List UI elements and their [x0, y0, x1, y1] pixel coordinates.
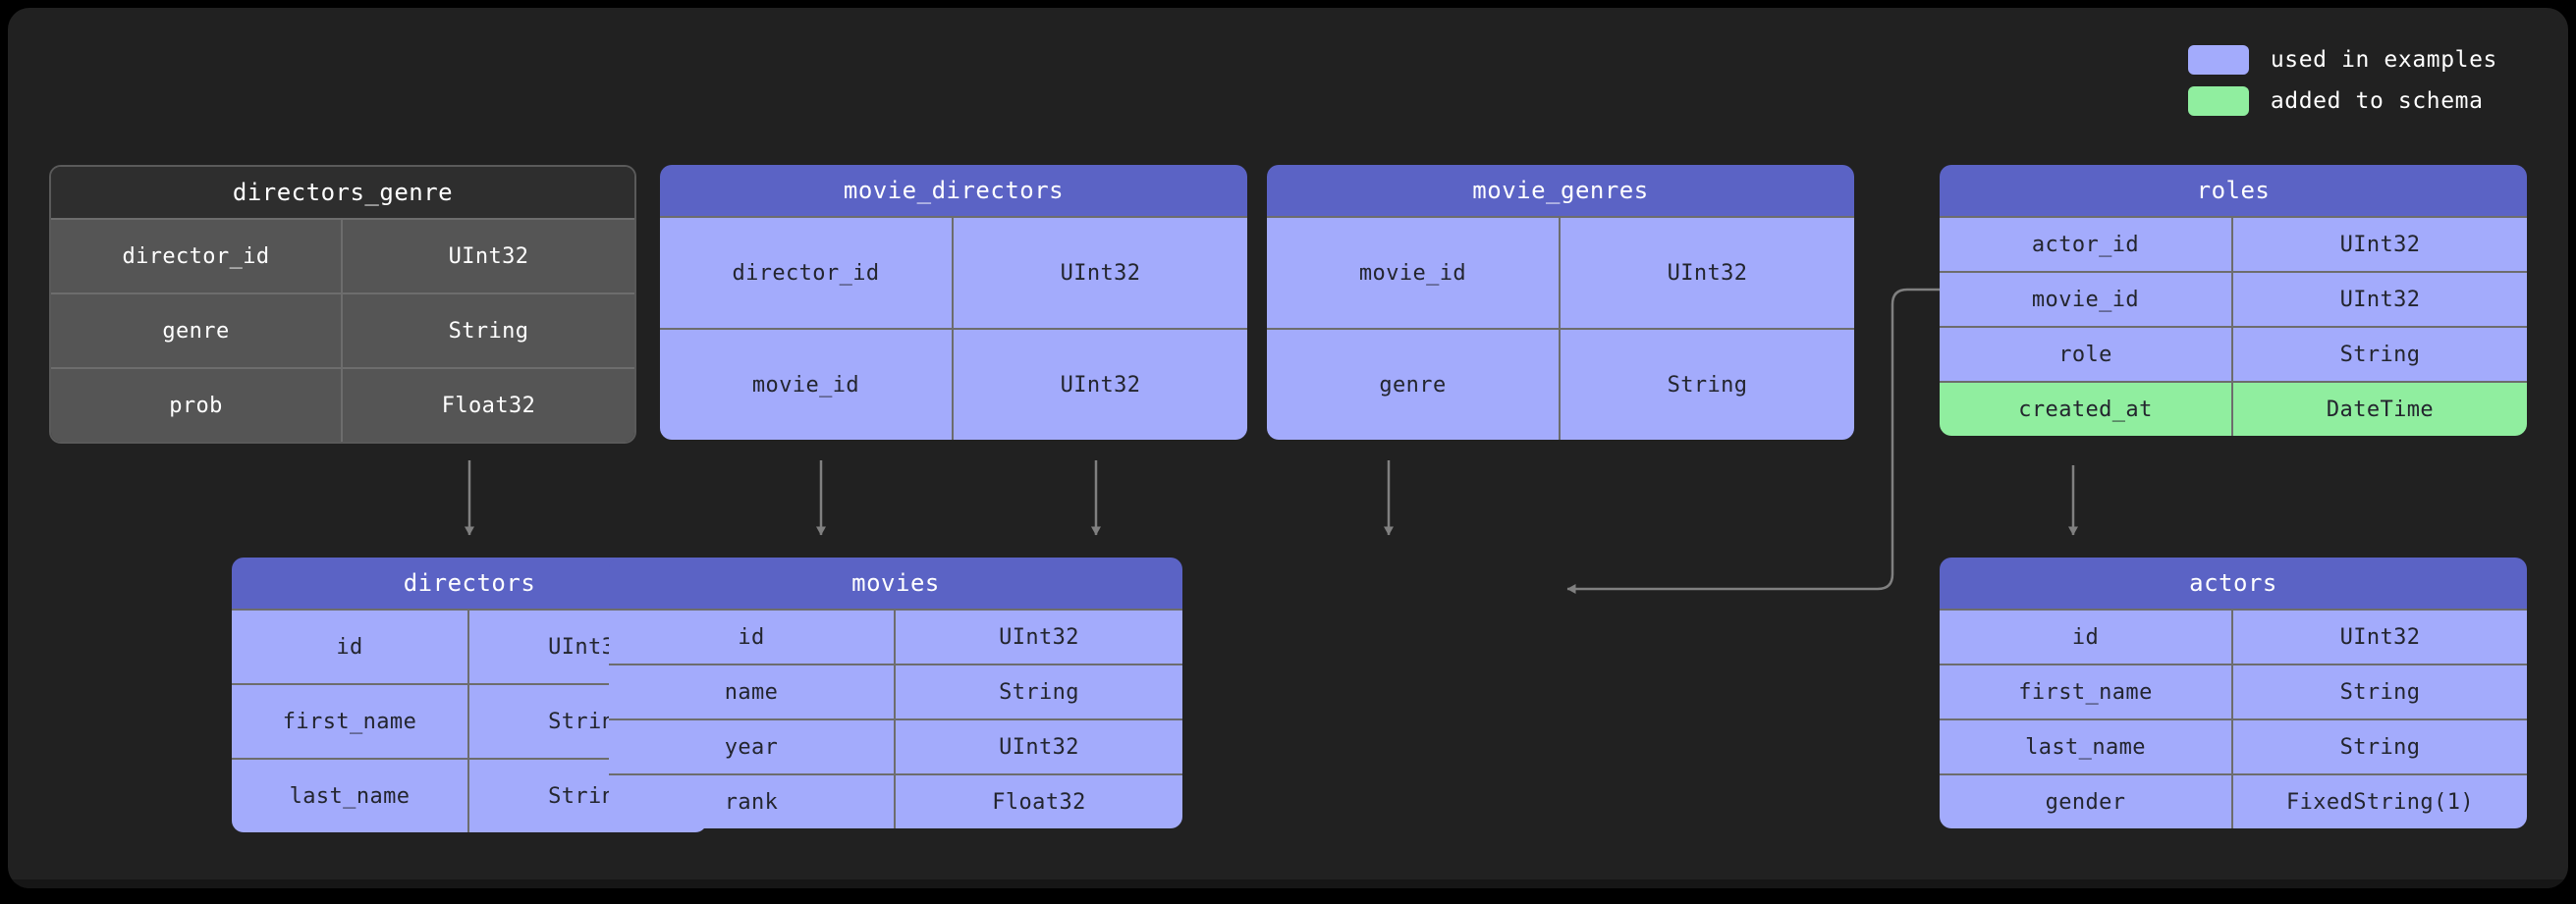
table-directors-genre[interactable]: directors_genre director_id UInt32 genre… [49, 165, 636, 444]
bottom-cutoff-text: ▂▁▄▂▁▃ ▁▄▂▁▃▂ ▄▁▂▃▁ ▂▄▁▃▂▁▄ ▁▃▂▄▁ ▂▁▄▃▂ … [234, 881, 1826, 888]
table-row-added[interactable]: created_at DateTime [1940, 381, 2527, 436]
column-type: UInt32 [2339, 287, 2421, 312]
table-title-directors-genre: directors_genre [51, 167, 634, 218]
table-row[interactable]: actor_id UInt32 [1940, 216, 2527, 271]
table-row[interactable]: director_id UInt32 [51, 218, 634, 292]
diagram-board: used in examples added to schema [8, 8, 2568, 888]
column-name: prob [51, 369, 343, 442]
table-title-movie-genres: movie_genres [1267, 165, 1854, 216]
table-row[interactable]: first_name String [1940, 664, 2527, 718]
table-row[interactable]: genre String [51, 292, 634, 367]
table-row[interactable]: director_id UInt32 [660, 216, 1247, 328]
bottom-cutoff-strip: ▂▁▄▂▁▃ ▁▄▂▁▃▂ ▄▁▂▃▁ ▂▄▁▃▂▁▄ ▁▃▂▄▁ ▂▁▄▃▂ … [8, 879, 2568, 888]
column-type: UInt32 [448, 243, 529, 269]
column-type: String [2339, 734, 2421, 760]
table-row[interactable]: movie_id UInt32 [1940, 271, 2527, 326]
table-actors[interactable]: actors id UInt32 first_name String last_… [1940, 558, 2527, 828]
column-type: String [448, 318, 529, 344]
table-row[interactable]: role String [1940, 326, 2527, 381]
column-name: director_id [660, 218, 954, 328]
column-name: genre [51, 294, 343, 367]
column-name: movie_id [1940, 273, 2233, 326]
column-name: rank [609, 775, 896, 828]
column-type: UInt32 [2339, 232, 2421, 257]
column-type: String [999, 679, 1079, 705]
column-type: Float32 [992, 789, 1086, 815]
column-name: id [1940, 611, 2233, 664]
table-row[interactable]: id UInt32 [1940, 609, 2527, 664]
column-name: movie_id [660, 330, 954, 440]
column-name: id [609, 611, 896, 664]
column-name: last_name [1940, 720, 2233, 773]
column-name: year [609, 720, 896, 773]
legend-label-used-in-examples: used in examples [2270, 47, 2497, 73]
table-row[interactable]: movie_id UInt32 [660, 328, 1247, 440]
table-row[interactable]: last_name String [1940, 718, 2527, 773]
column-name: last_name [232, 760, 469, 832]
column-type: DateTime [2326, 397, 2435, 422]
column-type: UInt32 [1667, 260, 1748, 286]
table-movies[interactable]: movies id UInt32 name String year UInt32… [609, 558, 1182, 828]
column-type: String [2339, 679, 2421, 705]
column-type: String [2339, 342, 2421, 367]
table-row[interactable]: gender FixedString(1) [1940, 773, 2527, 828]
column-name: name [609, 665, 896, 718]
legend-item-added-to-schema: added to schema [2187, 86, 2497, 116]
column-type: UInt32 [999, 734, 1079, 760]
column-name: first_name [232, 685, 469, 758]
table-row[interactable]: movie_id UInt32 [1267, 216, 1854, 328]
column-name: created_at [1940, 383, 2233, 436]
column-type: String [1667, 372, 1748, 398]
legend-label-added-to-schema: added to schema [2270, 88, 2484, 114]
column-type: UInt32 [1060, 372, 1141, 398]
table-row[interactable]: year UInt32 [609, 718, 1182, 773]
column-name: role [1940, 328, 2233, 381]
table-movie-directors[interactable]: movie_directors director_id UInt32 movie… [660, 165, 1247, 440]
legend: used in examples added to schema [2187, 45, 2497, 116]
legend-swatch-blue [2187, 45, 2249, 75]
column-type: Float32 [441, 393, 536, 418]
table-row[interactable]: rank Float32 [609, 773, 1182, 828]
table-row[interactable]: id UInt32 [609, 609, 1182, 664]
legend-item-used-in-examples: used in examples [2187, 45, 2497, 75]
table-row[interactable]: name String [609, 664, 1182, 718]
column-type: UInt32 [999, 624, 1079, 650]
column-name: id [232, 611, 469, 683]
table-title-movies: movies [609, 558, 1182, 609]
table-row[interactable]: prob Float32 [51, 367, 634, 442]
column-name: gender [1940, 775, 2233, 828]
column-type: UInt32 [2339, 624, 2421, 650]
column-name: first_name [1940, 665, 2233, 718]
table-title-roles: roles [1940, 165, 2527, 216]
column-name: actor_id [1940, 218, 2233, 271]
legend-swatch-green [2187, 86, 2249, 116]
column-name: director_id [51, 220, 343, 292]
column-type: UInt32 [1060, 260, 1141, 286]
column-name: movie_id [1267, 218, 1561, 328]
table-row[interactable]: genre String [1267, 328, 1854, 440]
table-title-actors: actors [1940, 558, 2527, 609]
table-roles[interactable]: roles actor_id UInt32 movie_id UInt32 ro… [1940, 165, 2527, 436]
column-type: FixedString(1) [2285, 789, 2475, 815]
table-title-movie-directors: movie_directors [660, 165, 1247, 216]
table-movie-genres[interactable]: movie_genres movie_id UInt32 genre Strin… [1267, 165, 1854, 440]
column-name: genre [1267, 330, 1561, 440]
